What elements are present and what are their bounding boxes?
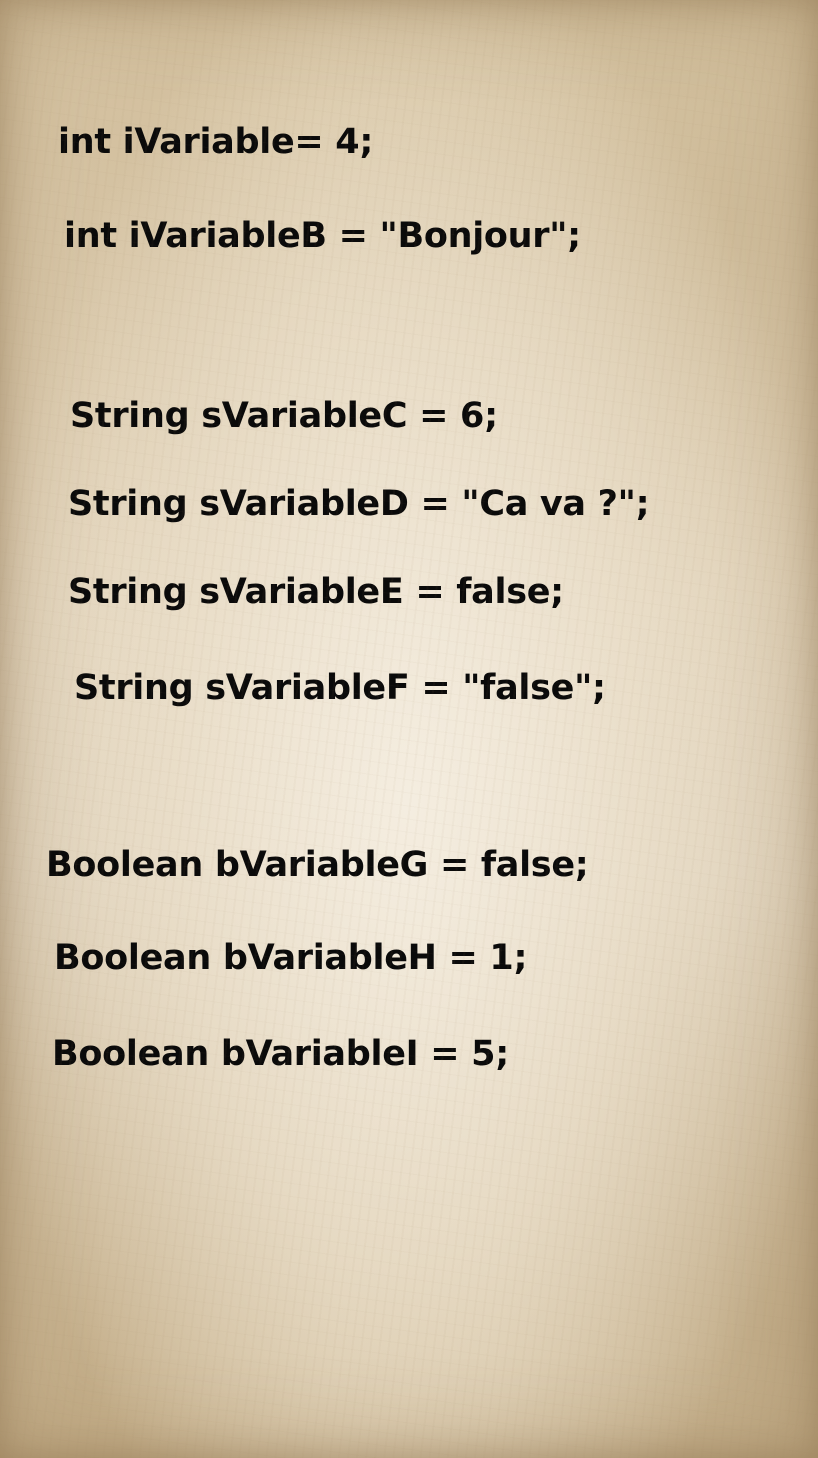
code-line-svariabled: String sVariableD = "Ca va ?"; [68, 484, 650, 524]
code-line-svariablee: String sVariableE = false; [68, 572, 564, 612]
code-line-svariablec: String sVariableC = 6; [70, 396, 498, 436]
code-line-ivariableb: int iVariableB = "Bonjour"; [64, 216, 581, 256]
code-line-svariablef: String sVariableF = "false"; [74, 668, 606, 708]
code-line-bvariableg: Boolean bVariableG = false; [46, 845, 589, 885]
code-line-bvariableh: Boolean bVariableH = 1; [54, 938, 528, 978]
code-line-bvariablei: Boolean bVariableI = 5; [52, 1034, 509, 1074]
code-line-ivariable: int iVariable= 4; [58, 122, 374, 162]
